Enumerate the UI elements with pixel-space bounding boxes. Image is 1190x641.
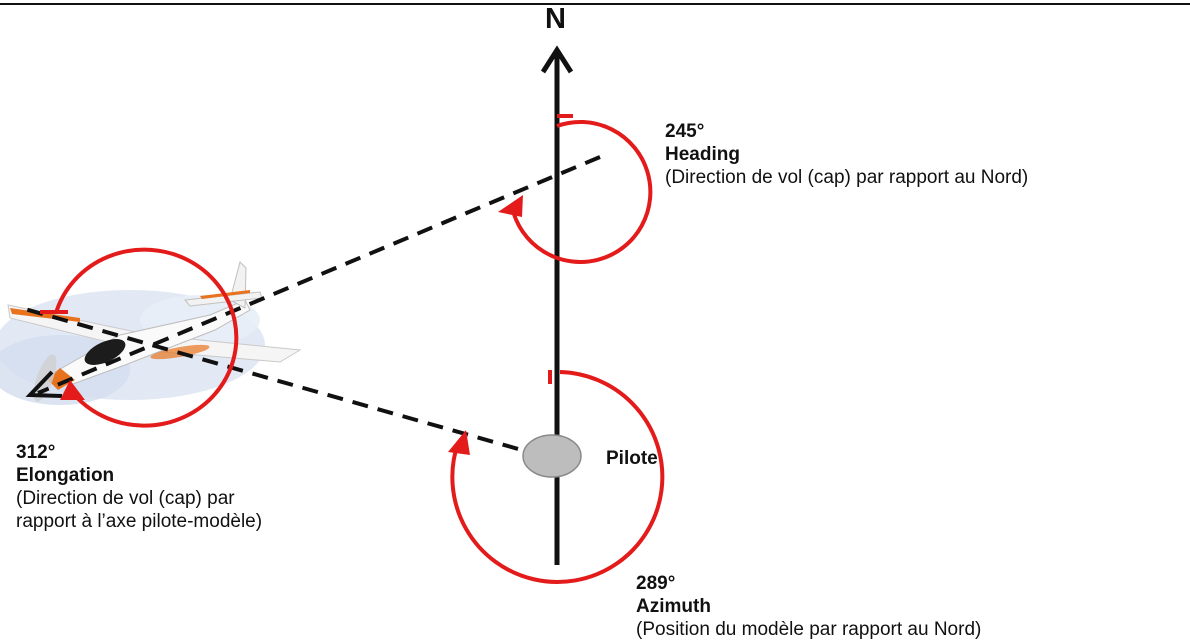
dashed-lines — [17, 155, 601, 458]
heading-angle: 245° — [665, 121, 705, 142]
elongation-description-line1: (Direction de vol (cap) par — [16, 488, 235, 509]
north-arrow-icon — [540, 45, 574, 74]
heading-arc-arrow-icon — [498, 195, 523, 217]
azimuth-legend: 289° Azimuth (Position du modèle par rap… — [636, 572, 981, 641]
airplane-image — [0, 261, 302, 405]
azimuth-arc-arrow-icon — [448, 430, 470, 455]
heading-arrow-head — [25, 370, 63, 398]
elongation-description-line2: rapport à l’axe pilote-modèle) — [16, 511, 263, 532]
heading-name: Heading — [665, 144, 740, 165]
heading-description: (Direction de vol (cap) par rapport au N… — [665, 167, 1029, 188]
north-label: N — [545, 3, 566, 35]
azimuth-description: (Position du modèle par rapport au Nord) — [636, 619, 982, 640]
azimuth-angle: 289° — [636, 573, 676, 594]
azimuth-name: Azimuth — [636, 596, 711, 617]
elongation-arc-arrow-icon — [60, 380, 85, 400]
elongation-angle: 312° — [16, 442, 56, 463]
pilot-model-line — [17, 305, 544, 458]
elongation-arc — [40, 247, 239, 428]
pilot-marker — [522, 434, 582, 478]
heading-arc — [498, 114, 653, 264]
azimuth-arc — [448, 370, 665, 584]
pilot-label: Pilote — [606, 448, 658, 469]
elongation-legend: 312° Elongation (Direction de vol (cap) … — [16, 441, 262, 533]
heading-legend: 245° Heading (Direction de vol (cap) par… — [665, 120, 1028, 189]
elongation-name: Elongation — [16, 465, 115, 486]
heading-line — [37, 155, 601, 395]
